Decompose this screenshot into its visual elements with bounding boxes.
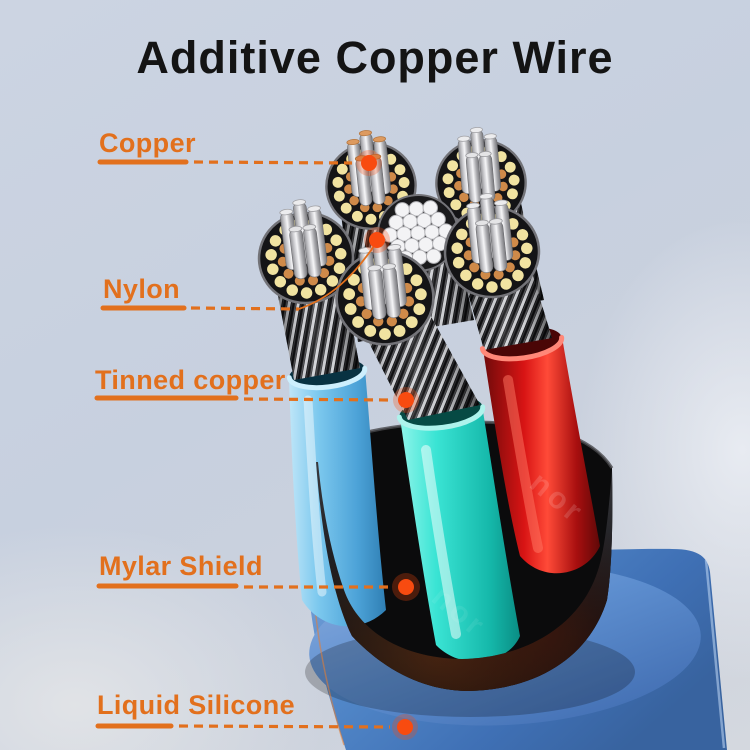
leader-tinned-copper (94, 387, 419, 413)
label-liquid-silicone: Liquid Silicone (97, 690, 296, 720)
wire-unit-center (332, 235, 520, 662)
leader-mylar-shield (96, 573, 420, 601)
sleeve-light-blue (289, 369, 386, 627)
mylar-shield-dot (398, 579, 414, 595)
label-tinned-copper: Tinned copper (95, 365, 286, 395)
label-nylon: Nylon (103, 274, 181, 304)
tinned-copper-dot (398, 392, 414, 408)
leader-nylon (100, 227, 390, 311)
label-mylar-shield: Mylar Shield (99, 551, 263, 581)
leader-liquid-silicone (95, 714, 418, 740)
label-copper: Copper (99, 128, 196, 158)
wire-unit-right (441, 190, 600, 574)
liquid-silicone-dot (397, 719, 413, 735)
page-title: Additive Copper Wire (136, 32, 614, 83)
leader-copper (97, 150, 382, 176)
nylon-dot (369, 232, 385, 248)
copper-dot (361, 155, 377, 171)
